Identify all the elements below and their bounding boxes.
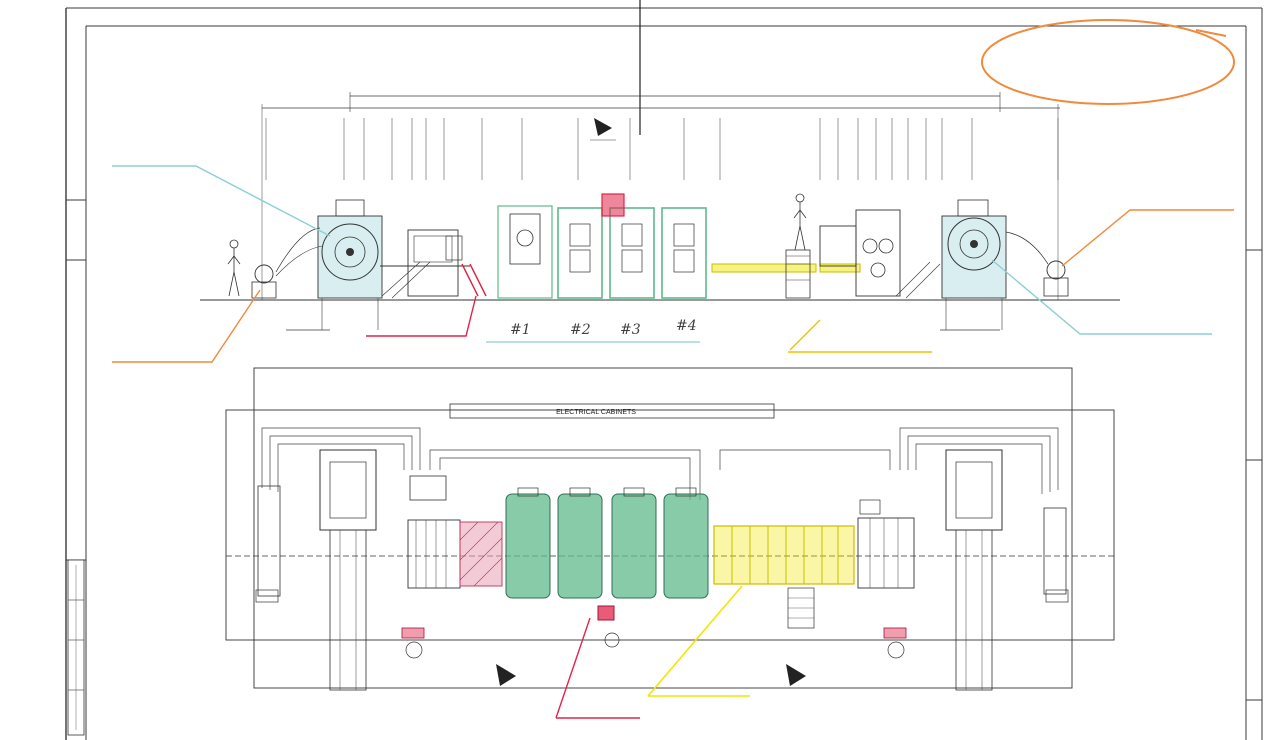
module-number-3: #3 (620, 322, 641, 338)
grinding-module-3 (661, 207, 707, 299)
leader-emergency-stop (366, 295, 477, 337)
control-unit-plan (597, 605, 615, 621)
control-unit-elevation (601, 193, 625, 217)
operator-figure-right (793, 193, 807, 251)
grinding-module-plan-4 (663, 493, 709, 599)
module-number-4: #4 (676, 318, 697, 334)
annotation-leaders (112, 165, 1234, 719)
electrical-cabinets-label: ELECTRICAL CABINETS (556, 409, 636, 416)
interleaf-recoiler-left (251, 227, 323, 299)
electrical-cabinets: ELECTRICAL CABINETS (449, 403, 775, 419)
leader-control-unit (555, 617, 591, 719)
entry-section-plan (407, 475, 461, 589)
leader-belt-conveyor (647, 585, 743, 697)
plan-outline (225, 409, 1115, 641)
north-arrow-plan-left-icon (496, 664, 516, 686)
cable-routes (261, 427, 1059, 500)
interleaf-uncoiler-right (1005, 231, 1069, 297)
north-arrow-plan-right-icon (786, 664, 806, 686)
drawing-title (981, 19, 1235, 105)
recoiler-right-plan (945, 449, 1069, 691)
grinding-modules-plan (505, 487, 709, 621)
station-leaders (265, 118, 1059, 180)
grinder-entry-unit (497, 205, 553, 299)
title-oval-tail (1195, 29, 1227, 37)
leader-recoiler-coils (991, 259, 1212, 335)
sheet-frame (65, 0, 1263, 740)
uncoiler-left (317, 199, 383, 330)
grinding-module-2 (609, 207, 655, 299)
film-unit-elevation (819, 209, 941, 299)
leader-recoiler-interleaf (1061, 209, 1234, 267)
grinding-module-1 (557, 207, 603, 299)
operator-figure-left (227, 239, 241, 297)
emergency-stop-marker (461, 263, 487, 297)
grinding-modules-elevation (557, 193, 707, 299)
north-arrow-icon (590, 118, 616, 141)
plan-view: ELECTRICAL CABINETS (225, 367, 1115, 691)
belt-conveyor-plan (713, 525, 855, 629)
entry-equipment (380, 229, 470, 299)
elevation-view (200, 92, 1120, 331)
leader-uncoiler-interleaf (112, 289, 261, 363)
plan-outline-outer (253, 367, 1073, 689)
title-block (67, 559, 85, 736)
module-number-1: #1 (510, 322, 531, 338)
exit-conveyor-elevation (711, 249, 861, 299)
film-unit-plan (857, 499, 915, 589)
operator-panels (401, 627, 907, 659)
recoiler-right (941, 199, 1007, 330)
grinding-module-plan-3 (611, 493, 657, 599)
emergency-stop-plan (459, 521, 503, 587)
module-numbers: #1 #2 #3 #4 (510, 318, 697, 338)
leader-uncoiler-coils (112, 165, 331, 237)
title-oval (981, 19, 1235, 105)
uncoiler-left-plan (255, 449, 377, 691)
module-number-2: #2 (570, 322, 591, 338)
leader-film-unit (788, 319, 932, 353)
grinding-module-plan-2 (557, 493, 603, 599)
grinding-module-plan-1 (505, 493, 551, 599)
